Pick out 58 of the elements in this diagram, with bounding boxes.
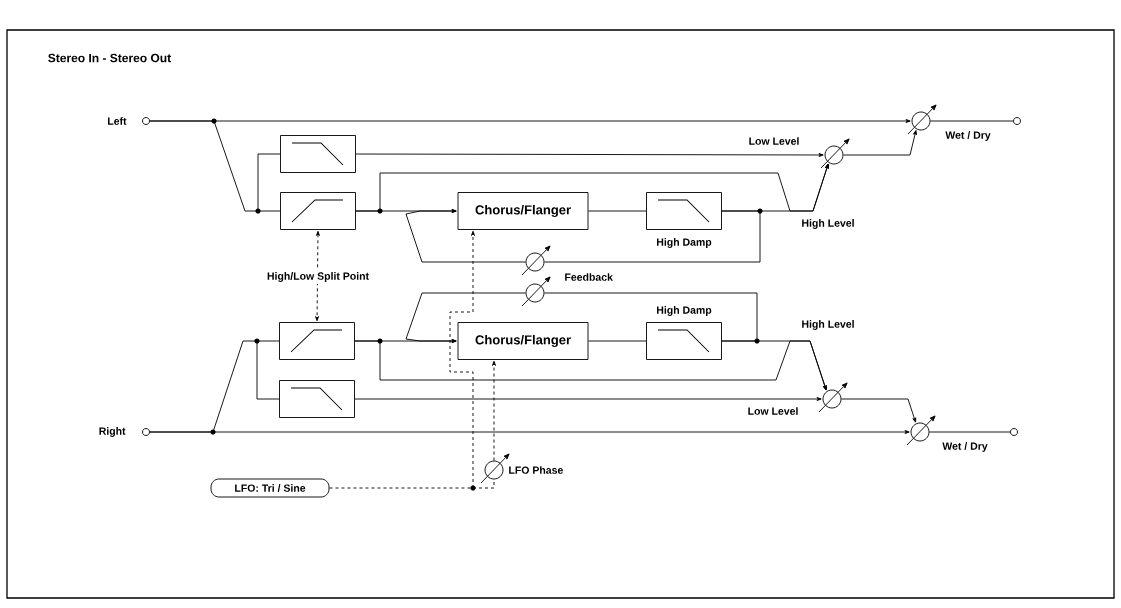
control-label: High Damp: [657, 238, 712, 248]
connector: [354, 397, 822, 401]
level-knob: [820, 138, 850, 169]
level-knob: [480, 453, 510, 484]
effect-box: Chorus/Flanger: [457, 322, 589, 360]
connector: [405, 209, 526, 263]
terminal: [142, 428, 150, 436]
control-label: Low Level: [749, 137, 799, 145]
connector: [841, 398, 917, 423]
connector: [355, 153, 824, 157]
level-knob: [818, 382, 848, 413]
filter-box: [279, 380, 355, 418]
control-label: Right: [99, 427, 126, 437]
connector: [544, 210, 761, 263]
filter-box: [646, 192, 722, 230]
connector: [212, 430, 910, 434]
effect-box: Chorus/Flanger: [457, 192, 589, 230]
connector: [492, 360, 496, 461]
control-label: Feedback: [565, 273, 613, 281]
terminal: [142, 117, 150, 125]
control-label: Wet / Dry: [942, 442, 988, 452]
connector: [213, 119, 911, 123]
control-label: LFO Phase: [509, 466, 563, 474]
filter-box: [280, 192, 356, 230]
level-knob: [521, 245, 551, 276]
connector: [256, 340, 280, 342]
connector: [544, 292, 758, 342]
control-label: Left: [108, 117, 127, 125]
connector: [315, 230, 320, 322]
level-knob: [521, 276, 551, 307]
level-knob: [906, 415, 936, 446]
filter-box: [646, 322, 722, 360]
connector: [588, 210, 647, 212]
connector: [257, 210, 281, 212]
connector: [149, 120, 259, 212]
connector: [405, 292, 526, 343]
edge-label: High/Low Split Point: [264, 270, 372, 284]
connector: [843, 130, 917, 156]
connector: [256, 340, 280, 400]
control-label: Low Level: [748, 407, 798, 415]
control-label: High Level: [802, 219, 854, 229]
title: Stereo In - Stereo Out: [48, 53, 171, 63]
connector: [149, 340, 258, 433]
filter-box: [279, 322, 355, 360]
connector: [588, 340, 647, 342]
connector: [257, 153, 281, 212]
level-knob: [907, 104, 937, 135]
connector: [930, 120, 1014, 122]
control-label: High Damp: [657, 306, 712, 316]
connector: [929, 431, 1011, 433]
filter-box: [280, 135, 356, 173]
connector: [472, 479, 495, 489]
control-label: High Level: [802, 320, 854, 330]
terminal: [1010, 428, 1018, 436]
terminal: [1013, 117, 1021, 125]
connector: [449, 230, 475, 489]
control-label: Wet / Dry: [945, 131, 991, 141]
lfo-box: LFO: Tri / Sine: [210, 478, 330, 498]
